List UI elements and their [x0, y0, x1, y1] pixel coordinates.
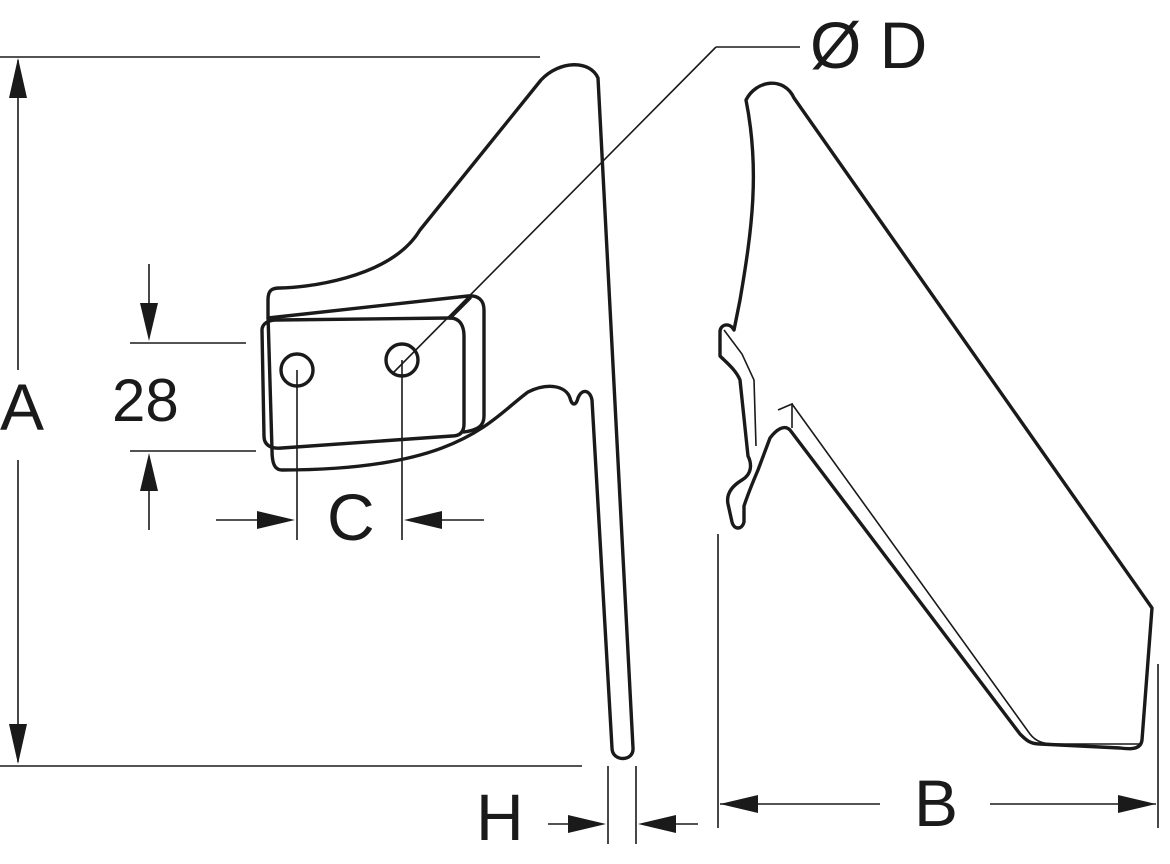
dim-a-arrow-down — [9, 724, 27, 764]
dimension-a: A — [0, 56, 582, 767]
dim-b-arrow-left — [720, 795, 758, 813]
side-view-inner-line — [791, 403, 1140, 745]
dim-c-label: C — [327, 480, 375, 554]
bracket-front-face — [260, 316, 466, 450]
dim-c-arrow-right — [257, 511, 295, 529]
dim-28-arrow-down — [140, 303, 158, 341]
side-view-outline — [718, 81, 1154, 751]
dimension-28: 28 — [112, 264, 256, 530]
dim-a-label: A — [0, 370, 44, 444]
side-view-inner-line-2 — [777, 402, 793, 428]
dim-d-leader — [391, 46, 717, 375]
dimension-c: C — [216, 360, 484, 554]
dimension-b: B — [717, 534, 1159, 840]
dim-b-arrow-right — [1118, 795, 1156, 813]
dim-h-arrow-right — [568, 815, 606, 833]
dim-28-arrow-up — [140, 453, 158, 491]
dim-a-arrow-up — [9, 58, 27, 98]
front-view-outline — [266, 63, 635, 761]
dim-h-arrow-left — [638, 815, 676, 833]
dim-b-label: B — [914, 766, 958, 840]
bracket-side-line — [723, 329, 757, 447]
dim-d-label: Ø D — [810, 8, 927, 82]
dim-h-label: H — [476, 780, 524, 854]
dimension-h: H — [476, 766, 698, 854]
front-view — [260, 63, 635, 761]
dim-c-arrow-left — [404, 511, 442, 529]
bracket-top-edge — [266, 294, 486, 434]
side-view — [718, 81, 1154, 751]
dimension-d: Ø D — [391, 8, 927, 375]
bracket-depth-line — [448, 296, 472, 320]
dim-28-label: 28 — [112, 367, 179, 434]
